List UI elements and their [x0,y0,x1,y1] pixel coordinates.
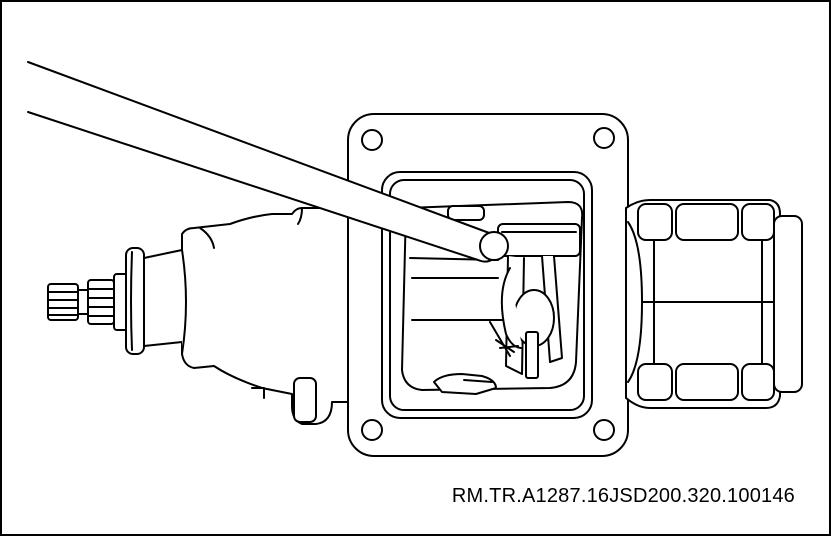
reference-code: RM.TR.A1287.16JSD200.320.100146 [451,485,795,507]
front-case [143,207,353,425]
rear-output-housing [625,199,803,409]
input-collar [113,247,145,355]
input-shaft-spline [47,279,115,325]
screwdriver-tool [27,61,509,263]
